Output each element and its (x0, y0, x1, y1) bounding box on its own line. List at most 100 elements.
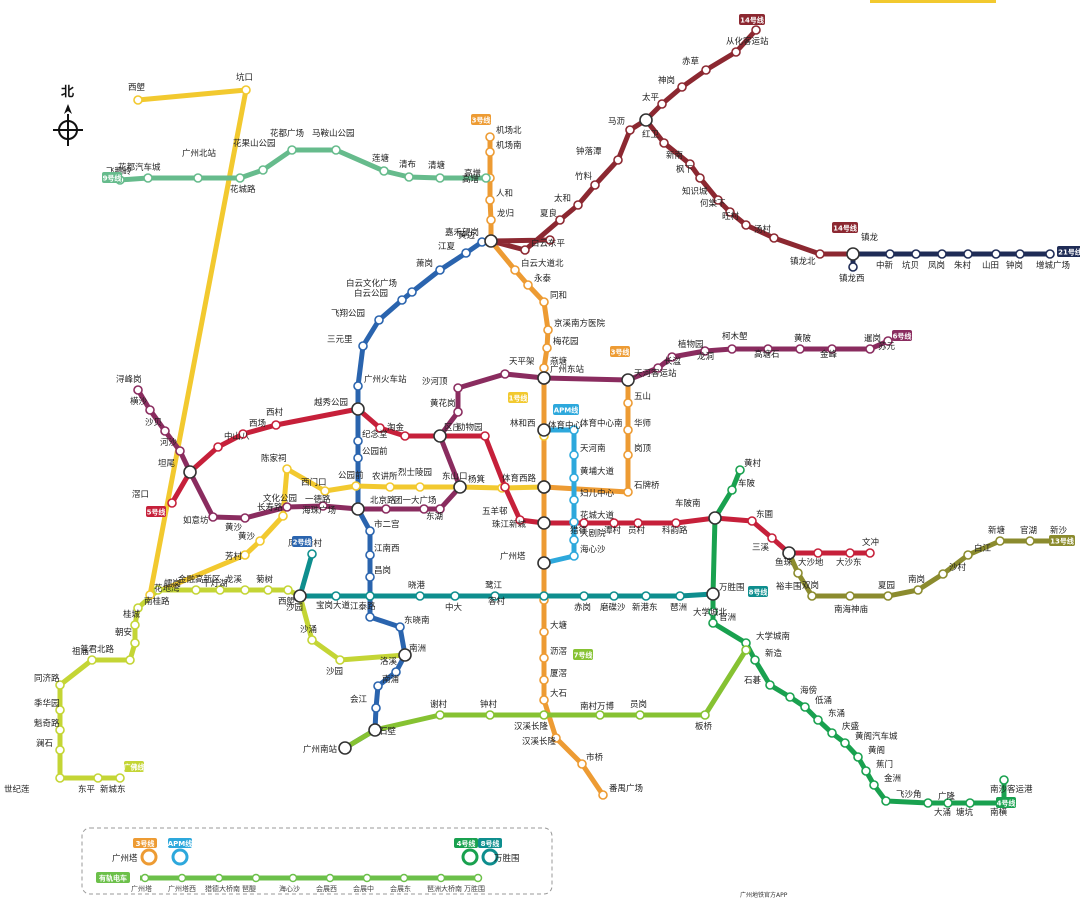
station-marker[interactable] (609, 591, 619, 601)
station-marker[interactable] (708, 607, 718, 617)
station-marker[interactable] (537, 516, 551, 530)
station-marker[interactable] (537, 556, 551, 570)
station-marker[interactable] (750, 655, 760, 665)
station-marker[interactable] (853, 752, 863, 762)
station-marker[interactable] (283, 585, 293, 595)
station-marker[interactable] (485, 710, 495, 720)
station-marker[interactable] (335, 655, 345, 665)
station-marker[interactable] (542, 343, 552, 353)
station-marker[interactable] (685, 159, 695, 169)
station-marker[interactable] (537, 423, 551, 437)
station-marker[interactable] (539, 363, 549, 373)
station-marker[interactable] (999, 775, 1009, 785)
tram-station-marker[interactable] (399, 873, 409, 883)
station-marker[interactable] (573, 200, 583, 210)
station-marker[interactable] (813, 715, 823, 725)
station-marker[interactable] (351, 481, 361, 491)
station-marker[interactable] (963, 550, 973, 560)
station-marker[interactable] (883, 591, 893, 601)
station-marker[interactable] (793, 568, 803, 578)
station-marker[interactable] (653, 363, 663, 373)
station-marker[interactable] (374, 315, 384, 325)
station-marker[interactable] (490, 591, 500, 601)
station-marker[interactable] (282, 464, 292, 474)
station-marker[interactable] (815, 249, 825, 259)
station-marker[interactable] (240, 585, 250, 595)
station-marker[interactable] (407, 287, 417, 297)
station-marker[interactable] (167, 498, 177, 508)
station-marker[interactable] (331, 145, 341, 155)
station-marker[interactable] (193, 173, 203, 183)
station-marker[interactable] (500, 369, 510, 379)
station-marker[interactable] (400, 431, 410, 441)
station-marker[interactable] (735, 465, 745, 475)
station-marker[interactable] (353, 453, 363, 463)
station-marker[interactable] (539, 675, 549, 685)
station-marker[interactable] (537, 371, 551, 385)
station-marker[interactable] (175, 446, 185, 456)
station-marker[interactable] (727, 344, 737, 354)
station-marker[interactable] (741, 220, 751, 230)
station-marker[interactable] (415, 591, 425, 601)
station-marker[interactable] (368, 723, 382, 737)
tram-station-marker[interactable] (362, 873, 372, 883)
station-marker[interactable] (191, 585, 201, 595)
station-marker[interactable] (621, 373, 635, 387)
station-marker[interactable] (55, 773, 65, 783)
station-marker[interactable] (258, 165, 268, 175)
station-marker[interactable] (923, 798, 933, 808)
station-marker[interactable] (55, 680, 65, 690)
station-marker[interactable] (240, 550, 250, 560)
station-marker[interactable] (846, 247, 860, 261)
station-marker[interactable] (706, 587, 720, 601)
station-marker[interactable] (551, 733, 561, 743)
station-marker[interactable] (353, 436, 363, 446)
station-marker[interactable] (539, 297, 549, 307)
station-marker[interactable] (485, 147, 495, 157)
station-marker[interactable] (435, 710, 445, 720)
tram-station-marker[interactable] (140, 873, 150, 883)
station-marker[interactable] (713, 195, 723, 205)
station-marker[interactable] (911, 249, 921, 259)
station-marker[interactable] (125, 655, 135, 665)
station-marker[interactable] (577, 759, 587, 769)
station-marker[interactable] (579, 591, 589, 601)
station-marker[interactable] (338, 741, 352, 755)
station-marker[interactable] (398, 648, 412, 662)
station-marker[interactable] (481, 173, 491, 183)
station-marker[interactable] (307, 549, 317, 559)
station-marker[interactable] (1025, 536, 1035, 546)
station-marker[interactable] (450, 591, 460, 601)
station-marker[interactable] (213, 442, 223, 452)
station-marker[interactable] (453, 480, 467, 494)
station-marker[interactable] (235, 173, 245, 183)
station-marker[interactable] (153, 585, 163, 595)
station-marker[interactable] (55, 705, 65, 715)
station-marker[interactable] (623, 425, 633, 435)
station-marker[interactable] (320, 486, 330, 496)
station-marker[interactable] (635, 710, 645, 720)
station-marker[interactable] (701, 65, 711, 75)
station-marker[interactable] (633, 518, 643, 528)
station-marker[interactable] (55, 725, 65, 735)
station-marker[interactable] (785, 692, 795, 702)
station-marker[interactable] (353, 381, 363, 391)
station-marker[interactable] (763, 344, 773, 354)
station-marker[interactable] (93, 773, 103, 783)
station-marker[interactable] (263, 585, 273, 595)
station-marker[interactable] (623, 487, 633, 497)
station-marker[interactable] (485, 132, 495, 142)
station-marker[interactable] (255, 536, 265, 546)
station-marker[interactable] (861, 766, 871, 776)
station-marker[interactable] (827, 728, 837, 738)
station-marker[interactable] (371, 703, 381, 713)
station-marker[interactable] (623, 450, 633, 460)
station-marker[interactable] (569, 450, 579, 460)
station-marker[interactable] (318, 501, 328, 511)
station-marker[interactable] (130, 620, 140, 630)
tram-station-marker[interactable] (436, 873, 446, 883)
station-marker[interactable] (700, 346, 710, 356)
station-marker[interactable] (827, 344, 837, 354)
station-marker[interactable] (375, 423, 385, 433)
station-marker[interactable] (639, 113, 653, 127)
